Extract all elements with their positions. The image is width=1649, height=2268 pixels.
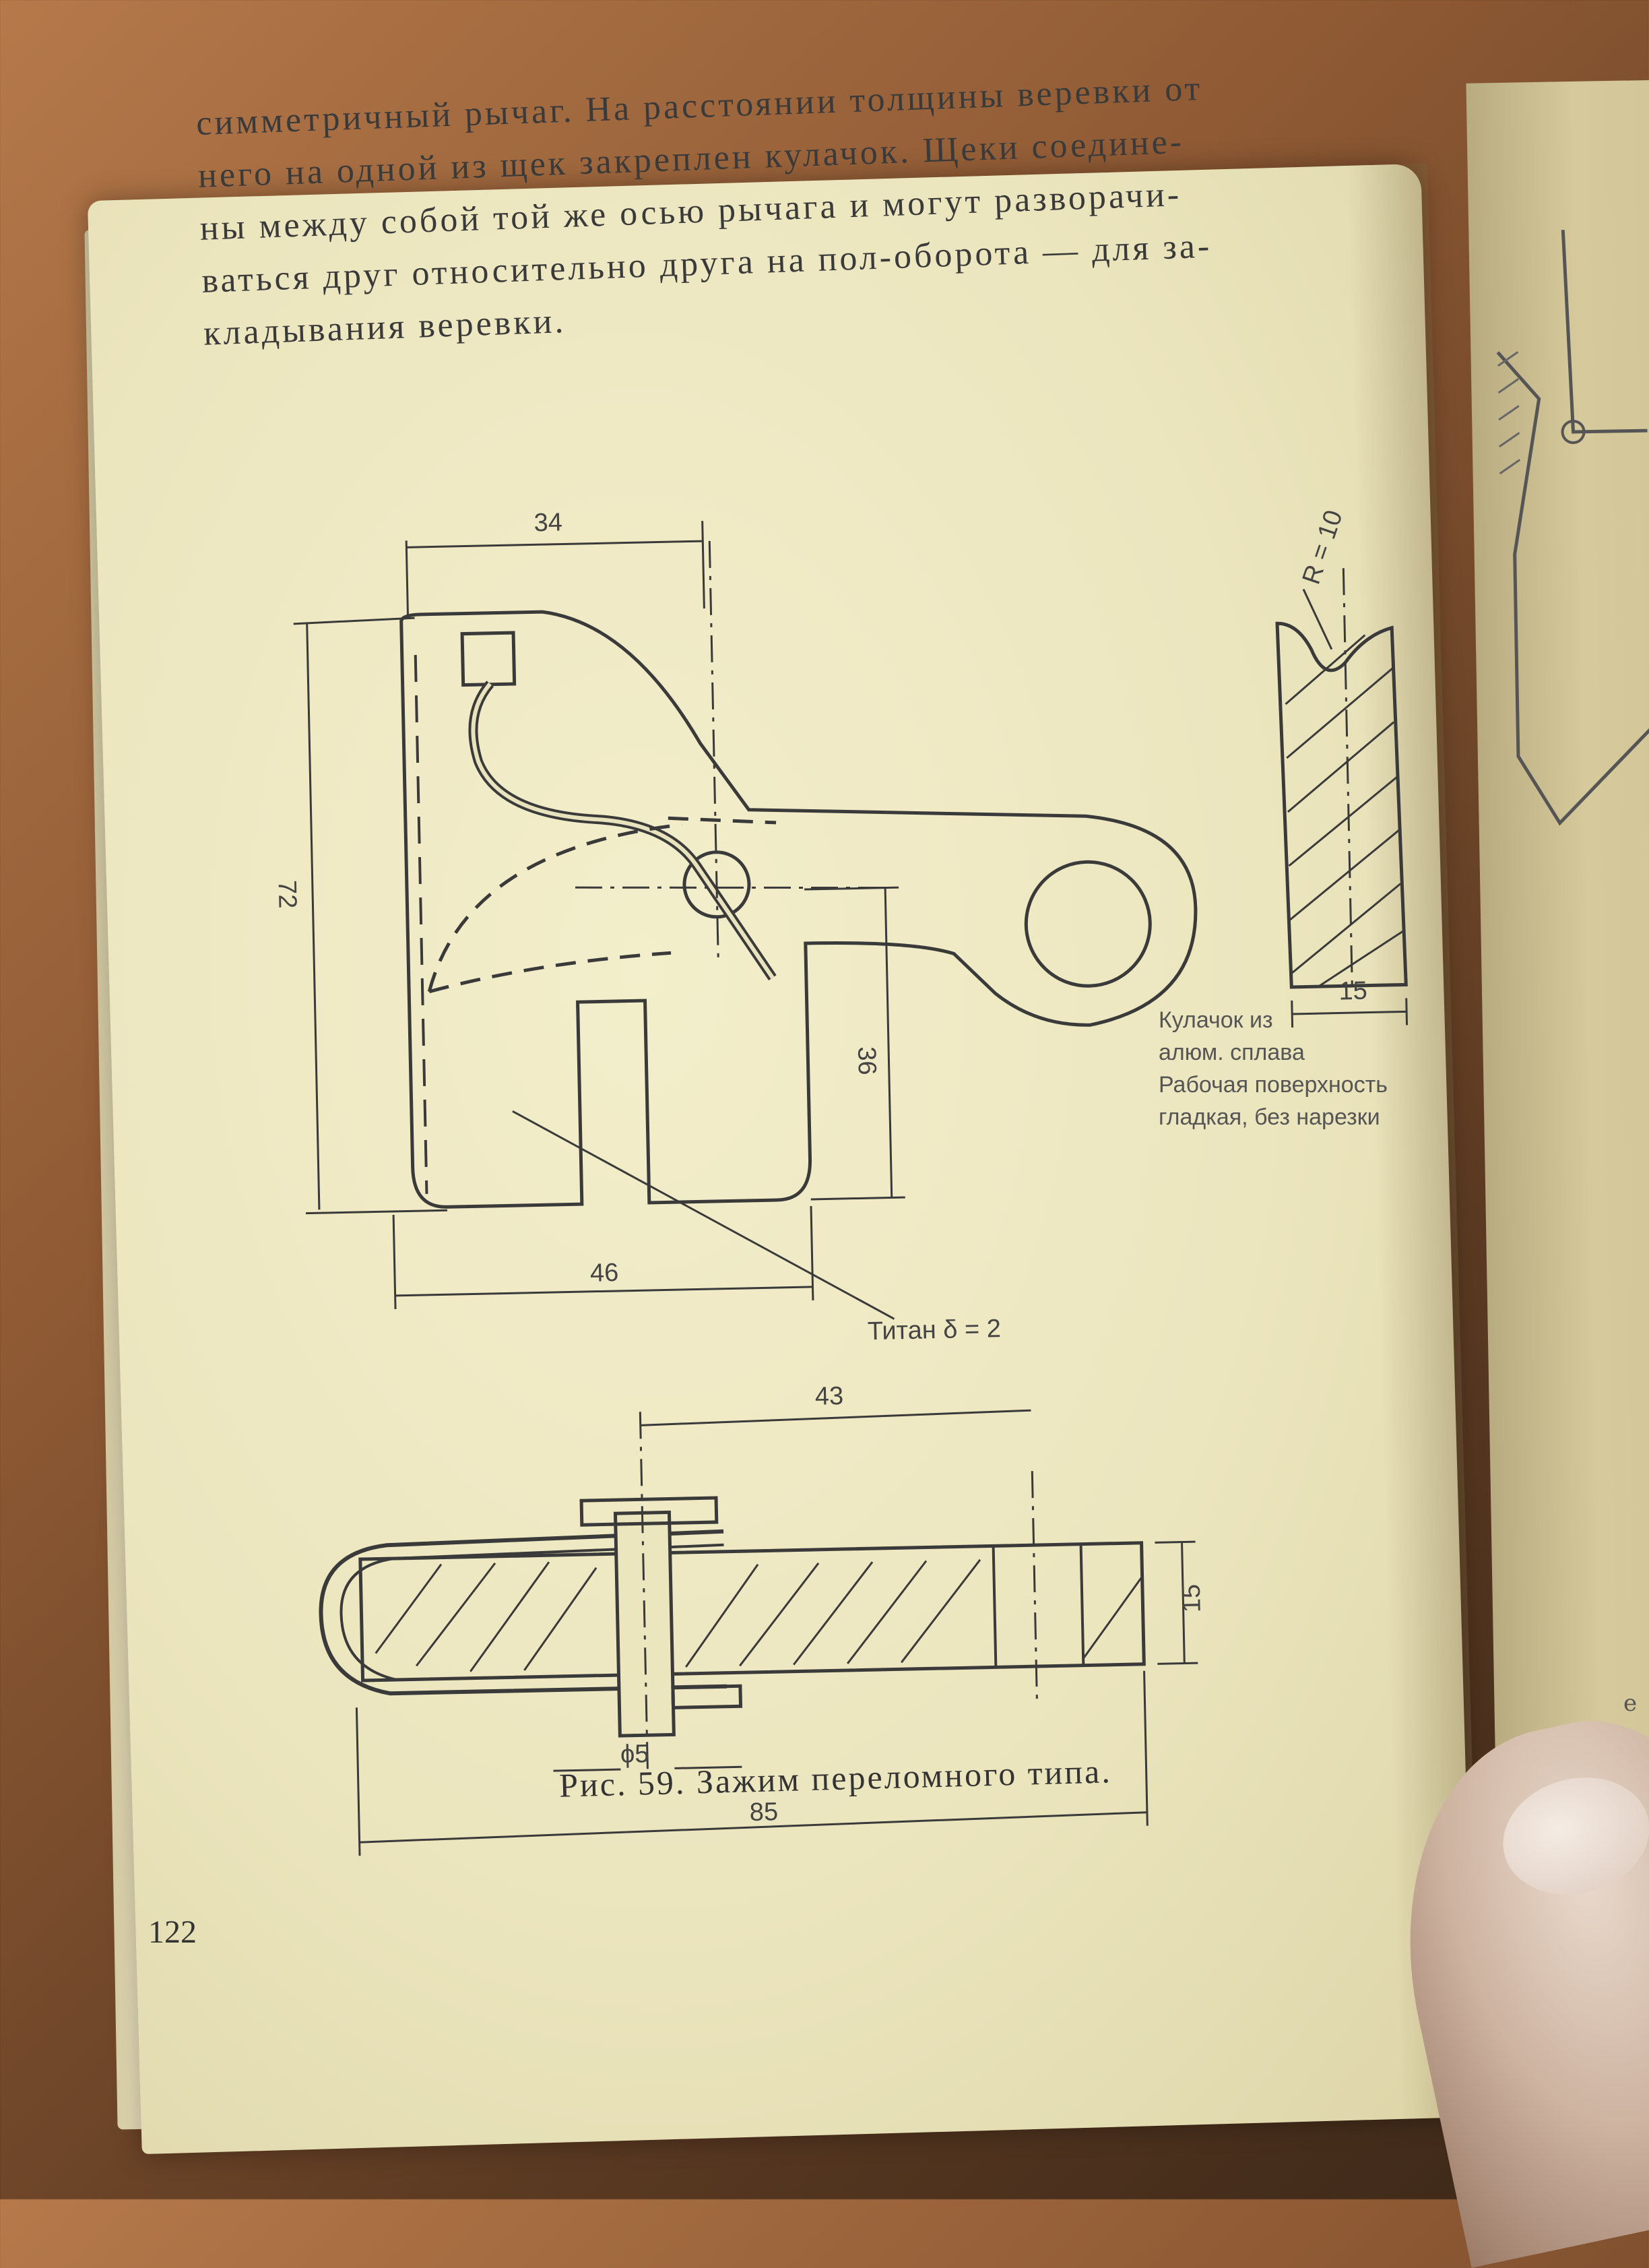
dim-72: 72 xyxy=(273,880,302,909)
facing-page xyxy=(1466,78,1649,1903)
lever-section xyxy=(358,1541,1146,1682)
technical-drawing: 34 72 36 46 Титан δ = 2 R = 10 15 43 15 … xyxy=(273,507,1409,1856)
note-line: Рабочая поверхность xyxy=(1159,1072,1388,1098)
side-plate-inner xyxy=(340,1543,727,1682)
cam-width: 15 xyxy=(1338,977,1367,1006)
dim-36: 36 xyxy=(852,1046,881,1075)
hidden-cam xyxy=(427,823,682,993)
lever-eye xyxy=(1024,860,1152,988)
cam-note: Кулачок из алюм. сплава Рабочая поверхно… xyxy=(1159,1004,1388,1133)
dim-15: 15 xyxy=(1177,1584,1206,1613)
facing-page-drawing xyxy=(1496,230,1649,826)
plate-outline xyxy=(399,610,1198,1209)
spring-wire xyxy=(468,681,777,981)
note-line: Кулачок из xyxy=(1159,1007,1273,1033)
dim-43: 43 xyxy=(814,1382,843,1411)
dim-46: 46 xyxy=(590,1259,619,1288)
small-square xyxy=(460,631,517,687)
cam-radius: R = 10 xyxy=(1297,507,1349,588)
fragment: е xyxy=(1623,1690,1638,1717)
note-line: гладкая, без нарезки xyxy=(1159,1104,1380,1130)
material-label: Титан δ = 2 xyxy=(867,1315,1001,1346)
dim-phi5: ϕ5 xyxy=(620,1740,649,1769)
cam-hatching xyxy=(1285,634,1404,988)
page-number: 122 xyxy=(148,1914,197,1950)
dim-34: 34 xyxy=(534,508,562,537)
dim-85: 85 xyxy=(749,1798,778,1827)
axle-hole xyxy=(682,850,751,919)
note-line: алюм. сплава xyxy=(1159,1040,1305,1065)
cam-section xyxy=(1275,621,1408,989)
lever-hatching xyxy=(375,1558,1143,1672)
side-plate-outer xyxy=(319,1529,727,1696)
